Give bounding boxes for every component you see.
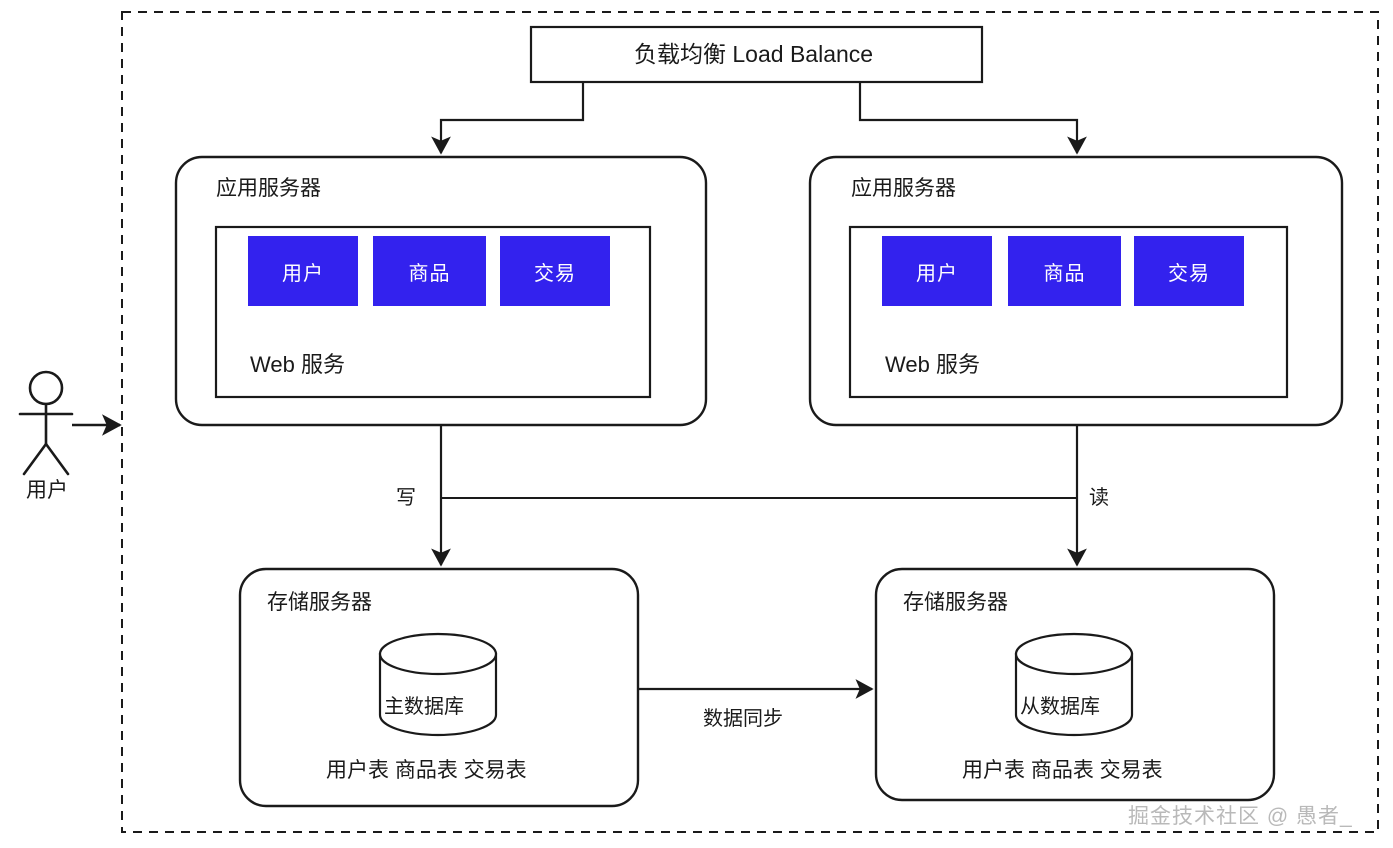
edge-label-write: 写 [396, 487, 416, 509]
web-service-label-left: Web 服务 [250, 352, 345, 377]
module-chip-product-left[interactable]: 商品 [373, 236, 486, 306]
web-service-label-right: Web 服务 [885, 352, 980, 377]
edge-lb-to-app-right [858, 82, 1087, 155]
module-chip-transaction-left[interactable]: 交易 [500, 236, 610, 306]
storage-server-title-left: 存储服务器 [267, 591, 372, 614]
app-server-title-left: 应用服务器 [216, 177, 321, 200]
module-chip-user-left[interactable]: 用户 [248, 236, 358, 306]
storage-tables-label-left: 用户表 商品表 交易表 [326, 759, 527, 782]
storage-tables-label-right: 用户表 商品表 交易表 [962, 759, 1163, 782]
watermark-text: 掘金技术社区 @ 愚者_ [1128, 805, 1353, 828]
load-balancer-label: 负载均衡 Load Balance [634, 41, 874, 67]
edge-label-read: 读 [1089, 487, 1109, 509]
slave-database-cylinder [1014, 632, 1134, 737]
actor-user-icon [18, 370, 74, 476]
slave-database-label: 从数据库 [1020, 696, 1100, 718]
module-chip-user-right[interactable]: 用户 [882, 236, 992, 306]
storage-server-title-right: 存储服务器 [903, 591, 1008, 614]
load-balancer-box [529, 25, 984, 84]
edge-label-data-sync: 数据同步 [703, 708, 783, 730]
actor-label: 用户 [26, 479, 68, 502]
master-database-cylinder [378, 632, 498, 737]
master-database-label: 主数据库 [384, 696, 464, 718]
module-chip-product-right[interactable]: 商品 [1008, 236, 1121, 306]
module-chip-transaction-right[interactable]: 交易 [1134, 236, 1244, 306]
edge-lb-to-app-left [431, 82, 585, 155]
system-boundary [121, 11, 1379, 833]
app-server-title-right: 应用服务器 [851, 177, 956, 200]
